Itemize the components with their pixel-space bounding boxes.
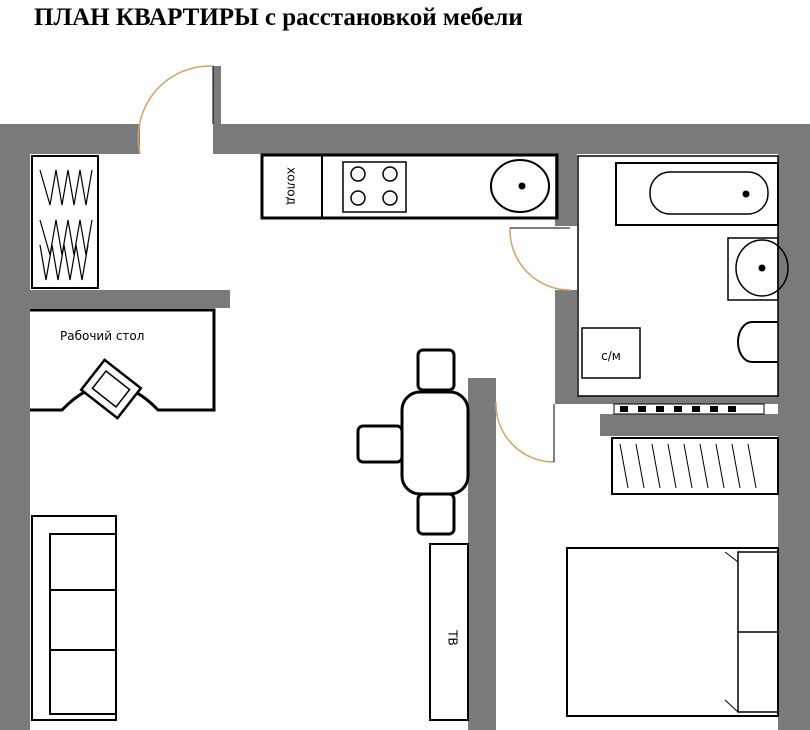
washing-machine bbox=[581, 327, 641, 379]
kitchen-sink-icon bbox=[490, 159, 550, 213]
kitchen-counter bbox=[260, 153, 559, 220]
bath-sink-icon bbox=[727, 237, 789, 301]
wall-bedroom-top bbox=[600, 414, 810, 436]
bedroom-wardrobe bbox=[611, 403, 779, 495]
fridge-label: холод bbox=[285, 167, 299, 205]
wall-closet-partition bbox=[30, 290, 230, 308]
bathroom-door bbox=[509, 227, 571, 291]
wall-entrance-jamb bbox=[213, 66, 221, 154]
bed bbox=[566, 547, 779, 717]
bathtub-icon bbox=[615, 162, 779, 226]
wall-top-right bbox=[218, 124, 810, 154]
bedroom-door bbox=[495, 401, 555, 463]
wall-bath-bottom bbox=[555, 396, 810, 404]
wall-right bbox=[778, 154, 810, 730]
desk-label: Рабочий стол bbox=[60, 329, 144, 343]
stove-icon bbox=[342, 161, 407, 213]
tv-label: ТВ bbox=[446, 629, 460, 646]
toilet-icon bbox=[737, 321, 778, 363]
dining-table bbox=[356, 348, 470, 536]
wall-bath-left bbox=[555, 290, 577, 400]
tv-stand bbox=[429, 543, 469, 721]
walls bbox=[0, 66, 810, 730]
wall-kitchen-right bbox=[555, 154, 577, 226]
bathroom bbox=[577, 155, 789, 397]
desk-chair-icon bbox=[79, 358, 143, 420]
entrance-door bbox=[137, 65, 214, 155]
page-title: ПЛАН КВАРТИРЫ с расстановкой мебели bbox=[34, 4, 523, 31]
hall-wardrobe bbox=[31, 155, 99, 289]
wall-corridor-right bbox=[468, 378, 496, 730]
wall-left bbox=[0, 124, 30, 730]
sofa bbox=[31, 515, 117, 721]
wc-label: с/м bbox=[601, 349, 621, 363]
